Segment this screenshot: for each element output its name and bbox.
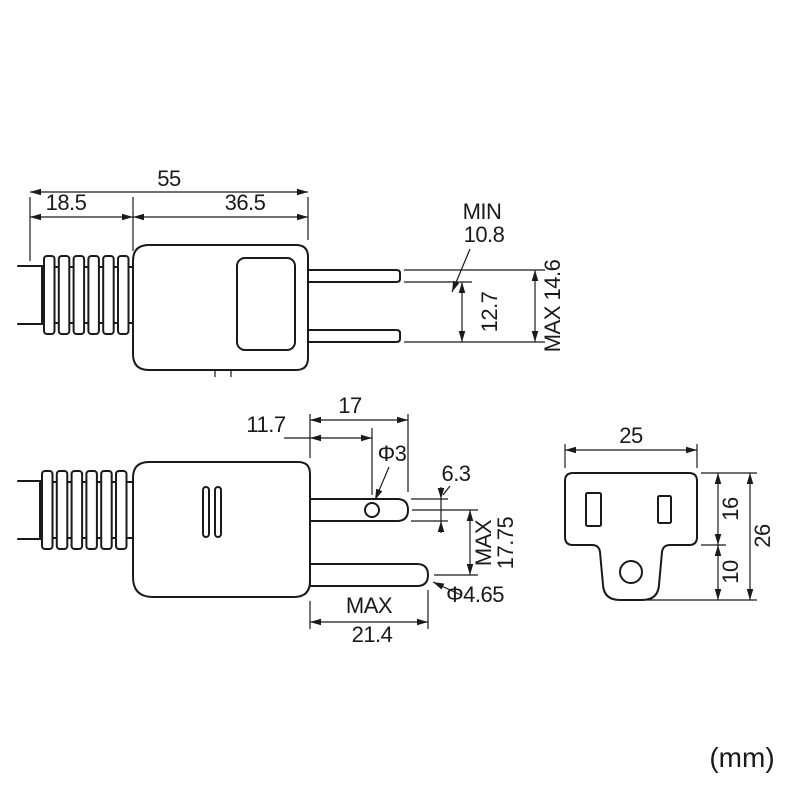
plug-body bbox=[132, 244, 309, 371]
face-view-dimensions: 25 16 10 26 bbox=[564, 423, 775, 601]
top-view-dimensions: 55 18.5 36.5 MIN 10.8 12.7 MAX 14.6 bbox=[29, 166, 565, 352]
dim-blade-span-max: MAX 14.6 bbox=[540, 259, 565, 352]
dim-blade-length: 17 bbox=[338, 393, 362, 418]
dim-pin-length-max-value: 21.4 bbox=[352, 622, 393, 647]
cable-lines-2 bbox=[17, 480, 43, 540]
side-view-dimensions: 11.7 17 Φ3 6.3 MAX 17.75 MAX 21.4 Φ4.65 bbox=[246, 393, 518, 647]
vent-slots bbox=[202, 486, 222, 538]
dim-blade-width: 6.3 bbox=[441, 461, 470, 486]
unit-label: (mm) bbox=[709, 742, 774, 773]
dim-face-width: 25 bbox=[619, 423, 643, 448]
blade-hole bbox=[364, 502, 380, 518]
ground-hole bbox=[619, 560, 643, 584]
plug-body-panel bbox=[236, 257, 296, 351]
dim-hole-diameter: Φ3 bbox=[378, 441, 407, 466]
strain-relief bbox=[41, 255, 134, 335]
dim-pin-spacing-max-value: 17.75 bbox=[493, 516, 518, 569]
dim-blade-gap-min-value: 10.8 bbox=[464, 222, 505, 247]
plug-side-view: 55 18.5 36.5 MIN 10.8 12.7 MAX 14.6 bbox=[17, 166, 565, 377]
dim-face-upper-height: 16 bbox=[718, 497, 743, 521]
dim-face-tab-height: 10 bbox=[718, 560, 743, 584]
ground-pin bbox=[309, 563, 429, 587]
blade-with-hole bbox=[309, 498, 409, 522]
slot-right bbox=[657, 495, 672, 524]
dim-face-overall-height: 26 bbox=[750, 524, 775, 548]
plug-side-view-grounded: 11.7 17 Φ3 6.3 MAX 17.75 MAX 21.4 Φ4.65 bbox=[17, 393, 518, 647]
plug-body-ticks bbox=[214, 370, 232, 377]
blade-lower bbox=[307, 329, 401, 343]
dim-hole-offset: 11.7 bbox=[246, 412, 285, 437]
face-outline bbox=[564, 472, 698, 601]
dim-pin-diameter: Φ4.65 bbox=[446, 582, 504, 607]
dim-grip-length: 18.5 bbox=[46, 190, 87, 215]
blade-upper bbox=[307, 269, 401, 283]
cable-lines bbox=[17, 265, 45, 325]
dim-body-length: 36.5 bbox=[225, 190, 266, 215]
dim-pin-spacing-max-label: MAX bbox=[471, 519, 496, 566]
dim-pin-length-max-label: MAX bbox=[346, 593, 393, 618]
dim-overall-width: 55 bbox=[157, 166, 181, 191]
slot-left bbox=[585, 492, 602, 527]
strain-relief-2 bbox=[39, 470, 134, 550]
dim-blade-gap-min-label: MIN bbox=[463, 199, 502, 224]
outlet-face-view: 25 16 10 26 bbox=[564, 423, 775, 601]
dim-blade-pitch: 12.7 bbox=[477, 291, 502, 332]
